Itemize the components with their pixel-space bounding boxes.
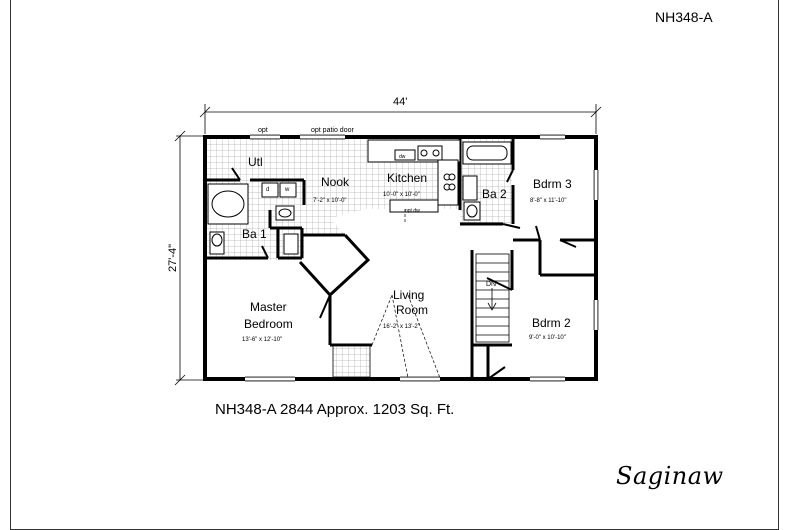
bdrm3-size: 8'-8" x 11'-10": [530, 198, 566, 204]
bdrm2-size: 9'-0" x 10'-10": [529, 335, 566, 341]
ba1-label: Ba 1: [242, 227, 267, 241]
stair-dn-note: DN: [486, 281, 496, 288]
master-label-2: Bedroom: [244, 317, 293, 331]
bdrm2-label: Bdrm 2: [532, 316, 571, 330]
width-dimension: [199, 104, 602, 134]
dw-note: dw: [399, 154, 406, 160]
depth-dimension: [174, 130, 203, 386]
door-leaves: [231, 167, 577, 380]
dryer-note: d: [266, 187, 269, 193]
entry-tile: [332, 345, 371, 378]
kitchen-size: 10'-0" x 10'-0": [383, 192, 420, 198]
room-labels: Utl Nook 7'-2" x 10'-0" Kitchen 10'-0" x…: [242, 155, 572, 343]
kitchen-label: Kitchen: [387, 171, 427, 185]
nook-label: Nook: [321, 175, 350, 189]
util-label: Utl: [248, 155, 263, 169]
kitchen-counters: [367, 139, 461, 213]
depth-dim-label: 27'-4": [167, 244, 179, 272]
opt-dw-note: opt dw: [405, 208, 420, 214]
bathroom-fixtures: [207, 141, 512, 255]
living-label-1: Living: [393, 288, 424, 302]
stairs: [475, 253, 510, 343]
nook-size: 7'-2" x 10'-0": [313, 198, 347, 204]
master-label-1: Master: [250, 300, 287, 314]
model-code: NH348-A: [655, 9, 713, 25]
living-label-2: Room: [396, 303, 428, 317]
wall-openings: [245, 135, 598, 381]
master-size: 13'-6" x 12'-10": [242, 337, 282, 343]
window-lines: [245, 134, 599, 382]
plan-name: Saginaw: [616, 462, 724, 490]
exterior-walls: [203, 135, 598, 381]
bdrm3-label: Bdrm 3: [533, 177, 572, 191]
opt-note: opt: [258, 127, 268, 134]
width-dim-label: 44': [393, 96, 407, 108]
interior-walls: [205, 137, 596, 379]
living-size: 16'-2" x 13'-2": [383, 324, 420, 330]
plan-caption: NH348-A 2844 Approx. 1203 Sq. Ft.: [215, 401, 455, 418]
plan-notes: opt opt patio door dw opt dw d w DN: [258, 127, 496, 288]
door-swings: [371, 209, 441, 379]
ba2-label: Ba 2: [482, 187, 507, 201]
opt-patio-door-note: opt patio door: [311, 127, 354, 134]
washer-note: w: [284, 187, 290, 193]
